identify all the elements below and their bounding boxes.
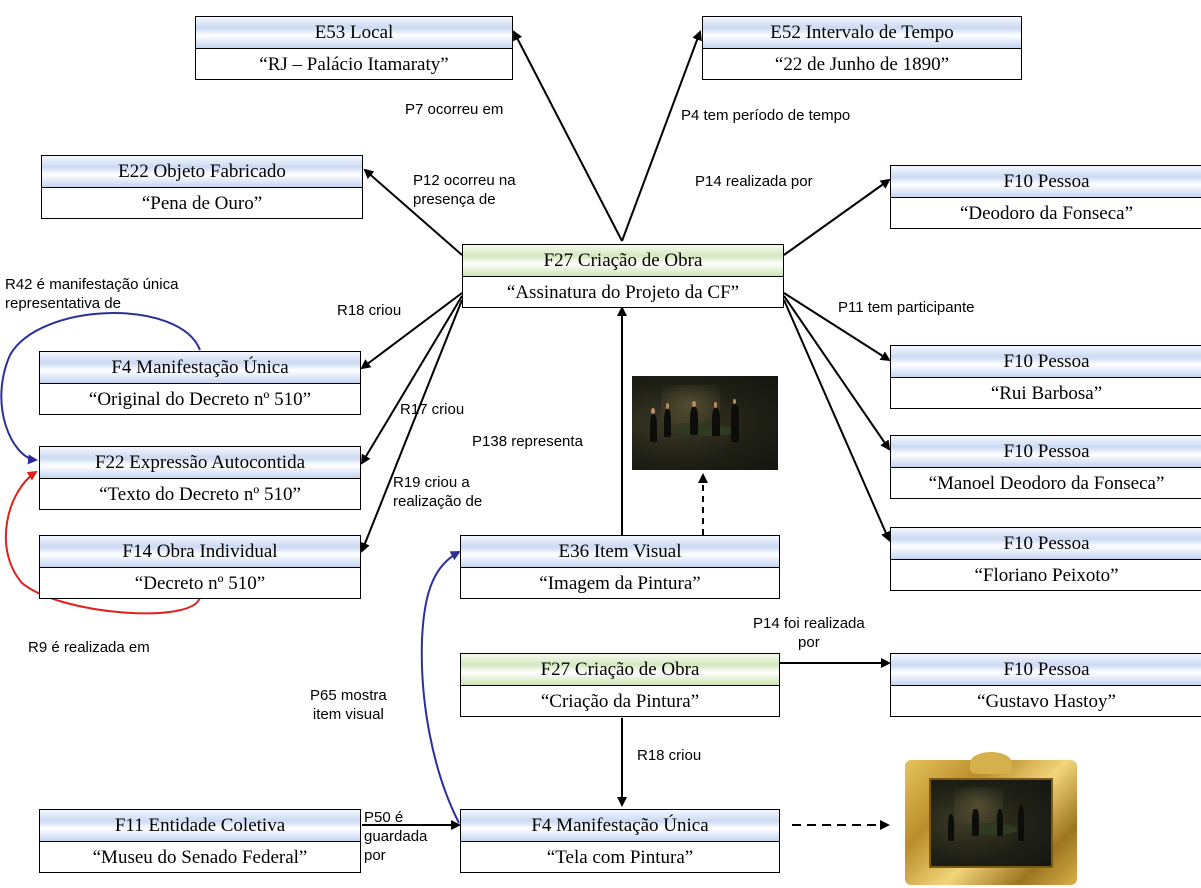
edge-r17 [360, 295, 463, 465]
painting-figure [731, 404, 739, 442]
node-value: “RJ – Palácio Itamaraty” [259, 54, 449, 75]
edge-p11-manoel [783, 295, 891, 451]
node-f14-obra: F14 Obra Individual “Decreto nº 510” [39, 535, 361, 599]
edge-p4 [621, 30, 702, 242]
node-value: “Criação da Pintura” [540, 691, 700, 712]
painting-figure [972, 809, 979, 836]
painting-face [732, 398, 737, 405]
node-value: “22 de Junho de 1890” [774, 54, 950, 75]
node-value: “Gustavo Hastoy” [977, 691, 1116, 712]
label-p11: P11 tem participante [838, 299, 975, 316]
framed-painting [905, 752, 1077, 885]
frame-inner-border [929, 777, 1053, 868]
painting-figure [947, 813, 954, 841]
node-f4-original: F4 Manifestação Única “Original do Decre… [39, 351, 361, 415]
node-value: “Floriano Peixoto” [974, 565, 1119, 586]
painting-figure [997, 809, 1004, 836]
label-r42: R42 é manifestação única representativa … [5, 276, 179, 312]
label-p14b: P14 foi realizada por [753, 615, 865, 651]
painting-figure [690, 407, 698, 436]
painting-face [691, 401, 696, 407]
label-r18b: R18 criou [637, 747, 702, 764]
node-f11-entidade: F11 Entidade Coletiva “Museu do Senado F… [39, 809, 361, 873]
edge-p12 [363, 168, 463, 256]
node-value: “Imagem da Pintura” [539, 573, 701, 594]
painting-face [650, 407, 655, 414]
node-value: “Texto do Decreto nº 510” [99, 484, 301, 505]
label-p7: P7 ocorreu em [405, 101, 504, 118]
framed-painting-canvas [929, 777, 1053, 868]
node-title: E36 Item Visual [461, 536, 779, 568]
label-p12: P12 ocorreu na presença de [413, 172, 516, 208]
label-p14a: P14 realizada por [695, 173, 813, 190]
node-f10-deodoro: F10 Pessoa “Deodoro da Fonseca” [890, 165, 1201, 229]
node-value: “Tela com Pintura” [546, 847, 694, 868]
node-value: “Decreto nº 510” [134, 573, 266, 594]
curve-r9 [4, 470, 201, 615]
node-f22-expressao: F22 Expressão Autocontida “Texto do Decr… [39, 446, 361, 510]
painting-thumbnail [632, 376, 778, 470]
node-value: “Original do Decreto nº 510” [88, 389, 312, 410]
node-title: F27 Criação de Obra [461, 654, 779, 686]
node-e22-objeto: E22 Objeto Fabricado “Pena de Ouro” [41, 155, 363, 219]
node-title: E22 Objeto Fabricado [42, 156, 362, 188]
label-p50: P50 é guardada por [364, 809, 428, 864]
edge-p11-rui [783, 292, 891, 362]
label-p4: P4 tem período de tempo [681, 107, 851, 124]
node-title: F27 Criação de Obra [463, 245, 783, 277]
node-value: “Pena de Ouro” [141, 193, 263, 214]
painting-figure [664, 408, 672, 438]
painting-face [665, 403, 670, 409]
node-e53-local: E53 Local “RJ – Palácio Itamaraty” [195, 16, 513, 80]
node-value: “Deodoro da Fonseca” [959, 203, 1134, 224]
node-f4-tela: F4 Manifestação Única “Tela com Pintura” [460, 809, 780, 873]
node-f27-assinatura: F27 Criação de Obra “Assinatura do Proje… [462, 244, 784, 308]
edge-r19 [360, 299, 463, 553]
label-r9: R9 é realizada em [28, 639, 150, 656]
node-f27-criacao-pintura: F27 Criação de Obra “Criação da Pintura” [460, 653, 780, 717]
painting-figure [649, 413, 657, 442]
frame-crest [970, 752, 1012, 774]
node-value: “Museu do Senado Federal” [92, 847, 308, 868]
label-p65: P65 mostra item visual [310, 687, 387, 723]
painting-figure [712, 407, 720, 437]
label-r18a: R18 criou [337, 302, 402, 319]
node-title: F10 Pessoa [891, 528, 1201, 560]
node-value: “Rui Barbosa” [990, 383, 1103, 404]
node-title: F11 Entidade Coletiva [40, 810, 360, 842]
node-title: E53 Local [196, 17, 512, 49]
node-title: F10 Pessoa [891, 346, 1201, 378]
node-title: F4 Manifestação Única [40, 352, 360, 384]
painting-figure [1018, 804, 1025, 841]
curve-p65 [420, 551, 461, 824]
label-r17: R17 criou [400, 401, 465, 418]
node-f10-manoel: F10 Pessoa “Manoel Deodoro da Fonseca” [890, 435, 1201, 499]
edge-p7 [513, 30, 623, 242]
edge-p14a [783, 178, 891, 256]
node-value: “Assinatura do Projeto da CF” [506, 282, 740, 303]
node-title: F10 Pessoa [891, 654, 1201, 686]
node-e52-intervalo: E52 Intervalo de Tempo “22 de Junho de 1… [702, 16, 1022, 80]
edge-r18a [360, 292, 463, 370]
label-r19: R19 criou a realização de [393, 474, 483, 510]
node-f10-rui: F10 Pessoa “Rui Barbosa” [890, 345, 1201, 409]
node-title: F10 Pessoa [891, 166, 1201, 198]
node-title: F4 Manifestação Única [461, 810, 779, 842]
node-f10-gustavo: F10 Pessoa “Gustavo Hastoy” [890, 653, 1201, 717]
node-e36-item-visual: E36 Item Visual “Imagem da Pintura” [460, 535, 780, 599]
painting-light [953, 786, 1004, 823]
node-title: E52 Intervalo de Tempo [703, 17, 1021, 49]
node-title: F14 Obra Individual [40, 536, 360, 568]
curve-r42 [0, 312, 201, 465]
node-title: F22 Expressão Autocontida [40, 447, 360, 479]
label-p138: P138 representa [472, 433, 583, 450]
painting-table [966, 824, 1019, 836]
node-value: “Manoel Deodoro da Fonseca” [928, 473, 1165, 494]
painting-table [675, 424, 738, 437]
painting-face [713, 402, 718, 408]
edge-p11-floriano [783, 299, 891, 542]
node-title: F10 Pessoa [891, 436, 1201, 468]
node-f10-floriano: F10 Pessoa “Floriano Peixoto” [890, 527, 1201, 591]
